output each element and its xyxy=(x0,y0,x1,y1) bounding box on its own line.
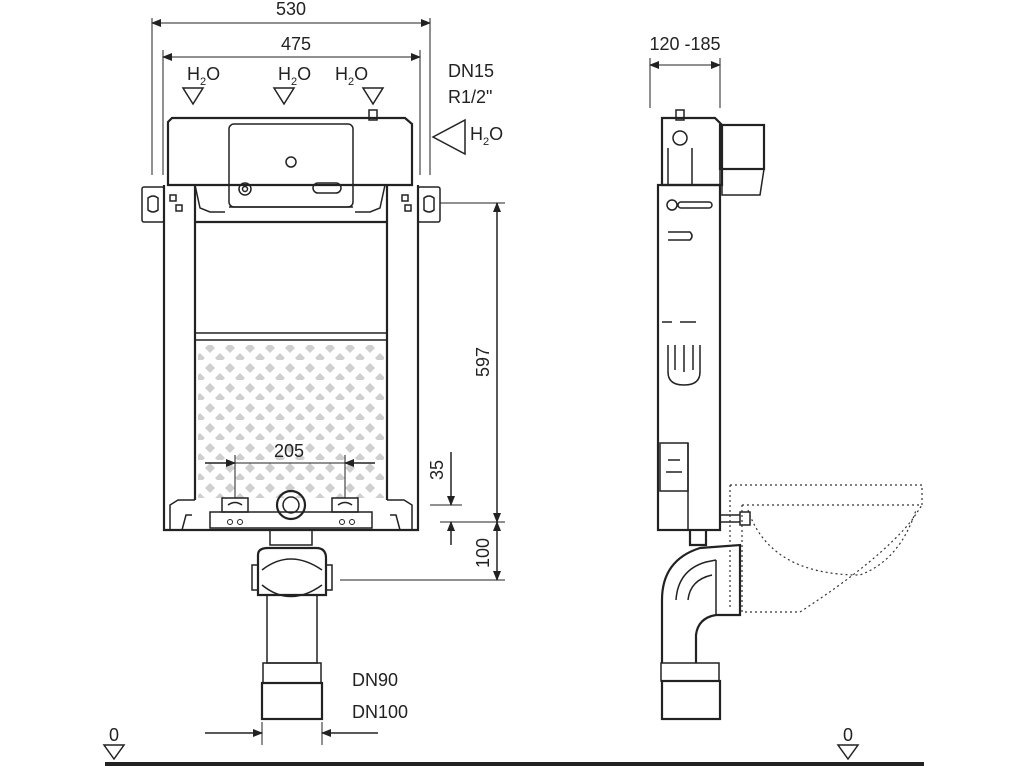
frame-front xyxy=(141,185,441,532)
dimension-475: 475 xyxy=(162,34,421,175)
dimension-475-label: 475 xyxy=(281,34,311,54)
pipe-label-dn90: DN90 xyxy=(352,670,398,690)
dimension-597: 597 xyxy=(440,202,505,523)
pipe-label-dn100: DN100 xyxy=(352,702,408,722)
connection-label-thread: R1/2" xyxy=(448,87,492,107)
water-sub: 2 xyxy=(348,76,354,88)
insulation-panel xyxy=(198,345,384,498)
water-h: H xyxy=(278,64,291,84)
dimension-35: 35 xyxy=(427,452,462,545)
dimension-100: 100 xyxy=(340,521,505,581)
toilet-bowl-outline xyxy=(729,484,923,613)
front-view: 530 475 H2O H2O H2O H2O DN15 R1/2" xyxy=(141,0,505,745)
dimension-530: 530 xyxy=(151,0,431,175)
connection-label-dn15: DN15 xyxy=(448,61,494,81)
svg-text:H2O: H2O xyxy=(187,64,220,88)
water-inlet-right: H2O xyxy=(335,64,385,106)
dimension-530-label: 530 xyxy=(276,0,306,19)
water-h: H xyxy=(470,124,483,144)
drain-elbow-side xyxy=(660,530,742,721)
floor-level-right: 0 xyxy=(843,725,853,745)
floor-level-left: 0 xyxy=(109,725,119,745)
dimension-35-label: 35 xyxy=(427,460,447,480)
drain-pipe xyxy=(251,530,333,721)
water-h: H xyxy=(187,64,200,84)
floor-line: 0 0 xyxy=(102,725,924,766)
water-inlet-side: H2O xyxy=(431,118,503,156)
svg-text:H2O: H2O xyxy=(278,64,311,88)
cistern xyxy=(166,109,414,213)
side-view: 120 -185 xyxy=(649,34,923,721)
water-h: H xyxy=(335,64,348,84)
water-o: O xyxy=(354,64,368,84)
water-sub: 2 xyxy=(200,76,206,88)
water-sub: 2 xyxy=(483,136,489,148)
dimension-100-label: 100 xyxy=(473,538,493,568)
water-inlet-left: H2O xyxy=(181,64,220,106)
dimension-205-label: 205 xyxy=(274,441,304,461)
dimension-205: 205 xyxy=(205,441,375,498)
water-o: O xyxy=(297,64,311,84)
dimension-120-185: 120 -185 xyxy=(649,34,721,108)
water-o: O xyxy=(489,124,503,144)
water-sub: 2 xyxy=(291,76,297,88)
dimension-120-185-label: 120 -185 xyxy=(649,34,720,54)
dimension-597-label: 597 xyxy=(473,347,493,377)
water-inlet-middle: H2O xyxy=(272,64,311,106)
water-o: O xyxy=(206,64,220,84)
cistern-side xyxy=(660,109,766,196)
svg-text:H2O: H2O xyxy=(470,124,503,148)
svg-text:H2O: H2O xyxy=(335,64,368,88)
pipe-diameter-arrows xyxy=(205,722,378,745)
frame-side xyxy=(656,183,751,532)
